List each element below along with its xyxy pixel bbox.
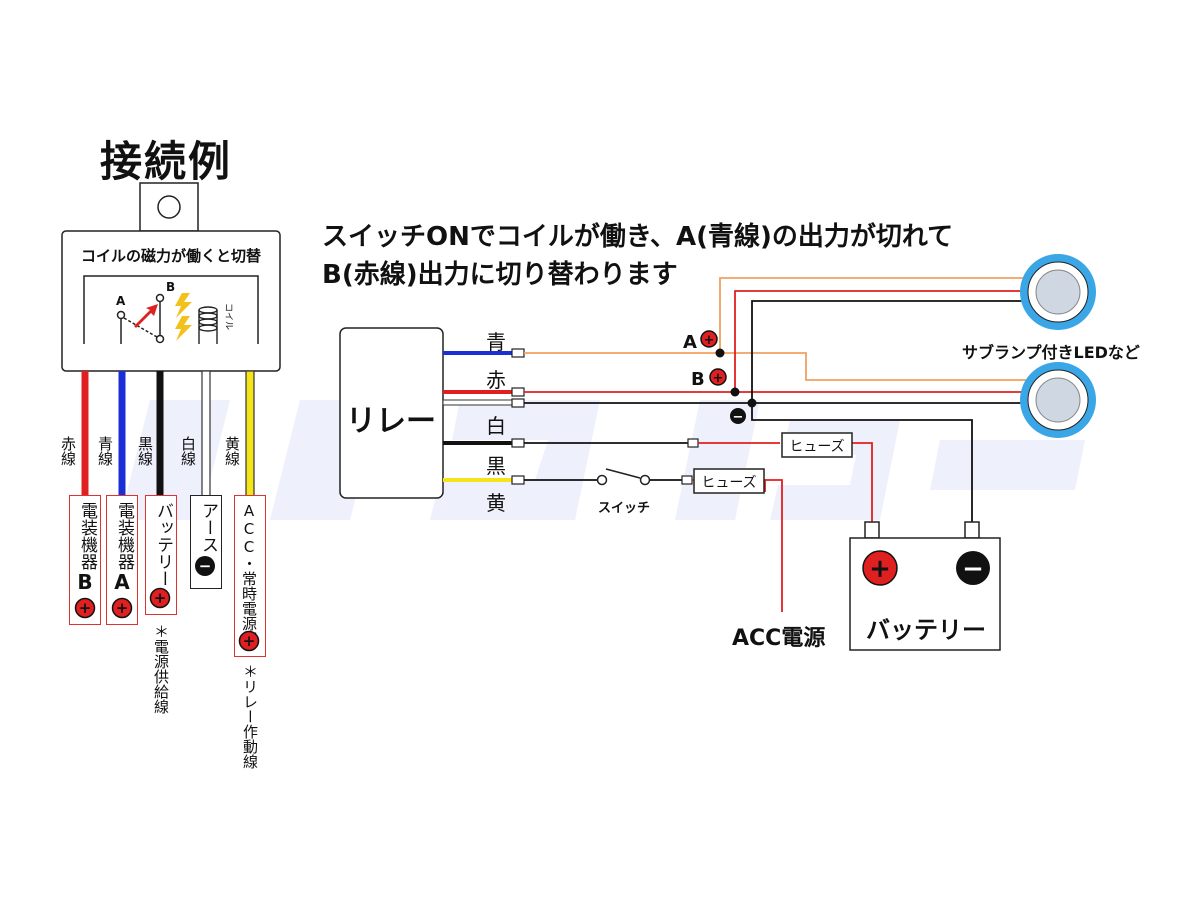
wire-color-red: 赤 [486,368,506,392]
contact-common [155,334,165,344]
relay-label-a: A [116,294,126,308]
wire-label-black: 黒線 [136,436,154,466]
wire-white [442,399,513,406]
contact-b [155,293,165,303]
ground-to-battery [751,403,973,522]
fuse-label-2: ヒューズ [701,475,756,491]
earth-terminal-text: アース [198,502,218,553]
wire-color-blue: 青 [486,330,506,354]
svg-text:+: + [154,589,167,607]
terminal-badges: + + + − + [74,556,260,652]
page-title: 接続例 [100,137,233,186]
svg-text:+: + [869,554,891,584]
battery-terminal-text: バッテリー [153,502,173,587]
circuit-ground-top [751,300,1040,403]
plus-icon: + [700,330,718,348]
plus-icon: + [74,597,96,619]
svg-text:−: − [199,557,212,575]
fuse-to-battery [852,442,873,522]
lamp-icon [1020,254,1096,330]
headline-line-1: スイッチONでコイルが働き、A(青線)の出力が切れて [322,222,954,252]
relay-body [61,230,281,372]
svg-text:+: + [704,333,715,348]
wire-color-yellow: 黄 [486,491,506,515]
lamp-icon [1020,362,1096,438]
relay-inner-frame [83,275,259,344]
battery-label: バッテリー [866,616,986,644]
point-b-label: B [691,369,705,390]
svg-text:+: + [713,371,724,386]
connector-yellow [511,475,525,485]
svg-text:+: + [79,599,92,617]
wire-label-blue: 青線 [96,436,114,466]
wire-label-yellow: 黄線 [223,436,241,466]
svg-text:+: + [243,632,256,650]
minus-icon: − [730,408,746,425]
plus-icon: + [862,550,898,586]
plus-icon: + [111,597,133,619]
switch-label: スイッチ [598,501,650,516]
fuse-holder-1 [687,438,699,448]
point-a-label: A [683,332,697,353]
relay-box-caption: コイルの磁力が働くと切替 [81,247,262,265]
relay-main-box [339,327,444,499]
fuse-box-1 [781,432,853,458]
junction-dot [747,398,757,408]
acc-terminal-text: ACC・常時電源等 [240,502,258,646]
wire-color-black: 黒 [486,454,506,478]
coil-icon [198,306,218,344]
battery-terminal-minus [964,521,980,539]
connector-red [511,387,525,397]
relay-coil-label: コイル [223,303,233,330]
wire-label-red: 赤線 [59,436,77,466]
note-power-supply: ＊電源供給線 [152,624,170,714]
device-b-letter: B [77,570,93,594]
circuit-a-wire [524,352,1040,381]
plus-icon: + [149,587,171,609]
relay-mount-hole [157,195,181,219]
switch-contact-2 [639,474,651,486]
plus-icon: + [709,368,727,386]
circuit-b-top [734,290,1040,392]
junction-dot [715,348,725,358]
svg-text:+: + [116,599,129,617]
connector-blue [511,348,525,358]
switch-lever [605,468,641,479]
relay-main-label: リレー [346,404,436,439]
junction-dot [730,387,740,397]
fuse-label-1: ヒューズ [789,439,844,455]
contact-a [116,310,126,320]
battery-terminal-plus [864,521,880,539]
minus-icon: − [956,551,990,585]
svg-text:−: − [733,410,744,425]
acc-power-label: ACC電源 [732,626,826,651]
lamp-caption: サブランプ付きLEDなど [962,343,1140,362]
note-relay-operation: ＊リレー作動線 [241,664,259,769]
fuse-holder-2 [681,475,693,485]
relay-label-b: B [166,280,175,294]
lightning-icon [175,293,192,318]
headline: スイッチONでコイルが働き、A(青線)の出力が切れて B(赤線)出力に切り替わり… [322,218,953,294]
terminal-box-acc: ACC・常時電源等 [234,495,266,657]
device-a-text: 電装機器 [114,502,134,570]
wire-label-white: 白線 [179,436,197,466]
device-a-letter: A [114,570,130,594]
device-b-text: 電装機器 [77,502,97,570]
svg-text:−: − [962,554,984,584]
minus-icon: − [195,556,215,576]
circuit-a-top [719,277,1040,353]
fuse-box-2 [693,468,765,494]
wire-color-white: 白 [486,414,506,438]
acc-line [765,479,783,612]
switch-arrow-icon [134,304,158,328]
switch-contact-1 [596,474,608,486]
relay-unit-diagram: コイルの磁力が働くと切替 A B コイル [61,182,281,498]
plus-icon: + [238,630,260,652]
connector-white [511,398,525,408]
connector-black [511,438,525,448]
wiring-diagram: A + B + − ヒューズ ヒューズ スイッチ + − バッテリー [339,254,1096,651]
terminal-box-device-b: 電装機器 B [69,495,101,625]
headline-line-2: B(赤線)出力に切り替わります [322,260,678,290]
